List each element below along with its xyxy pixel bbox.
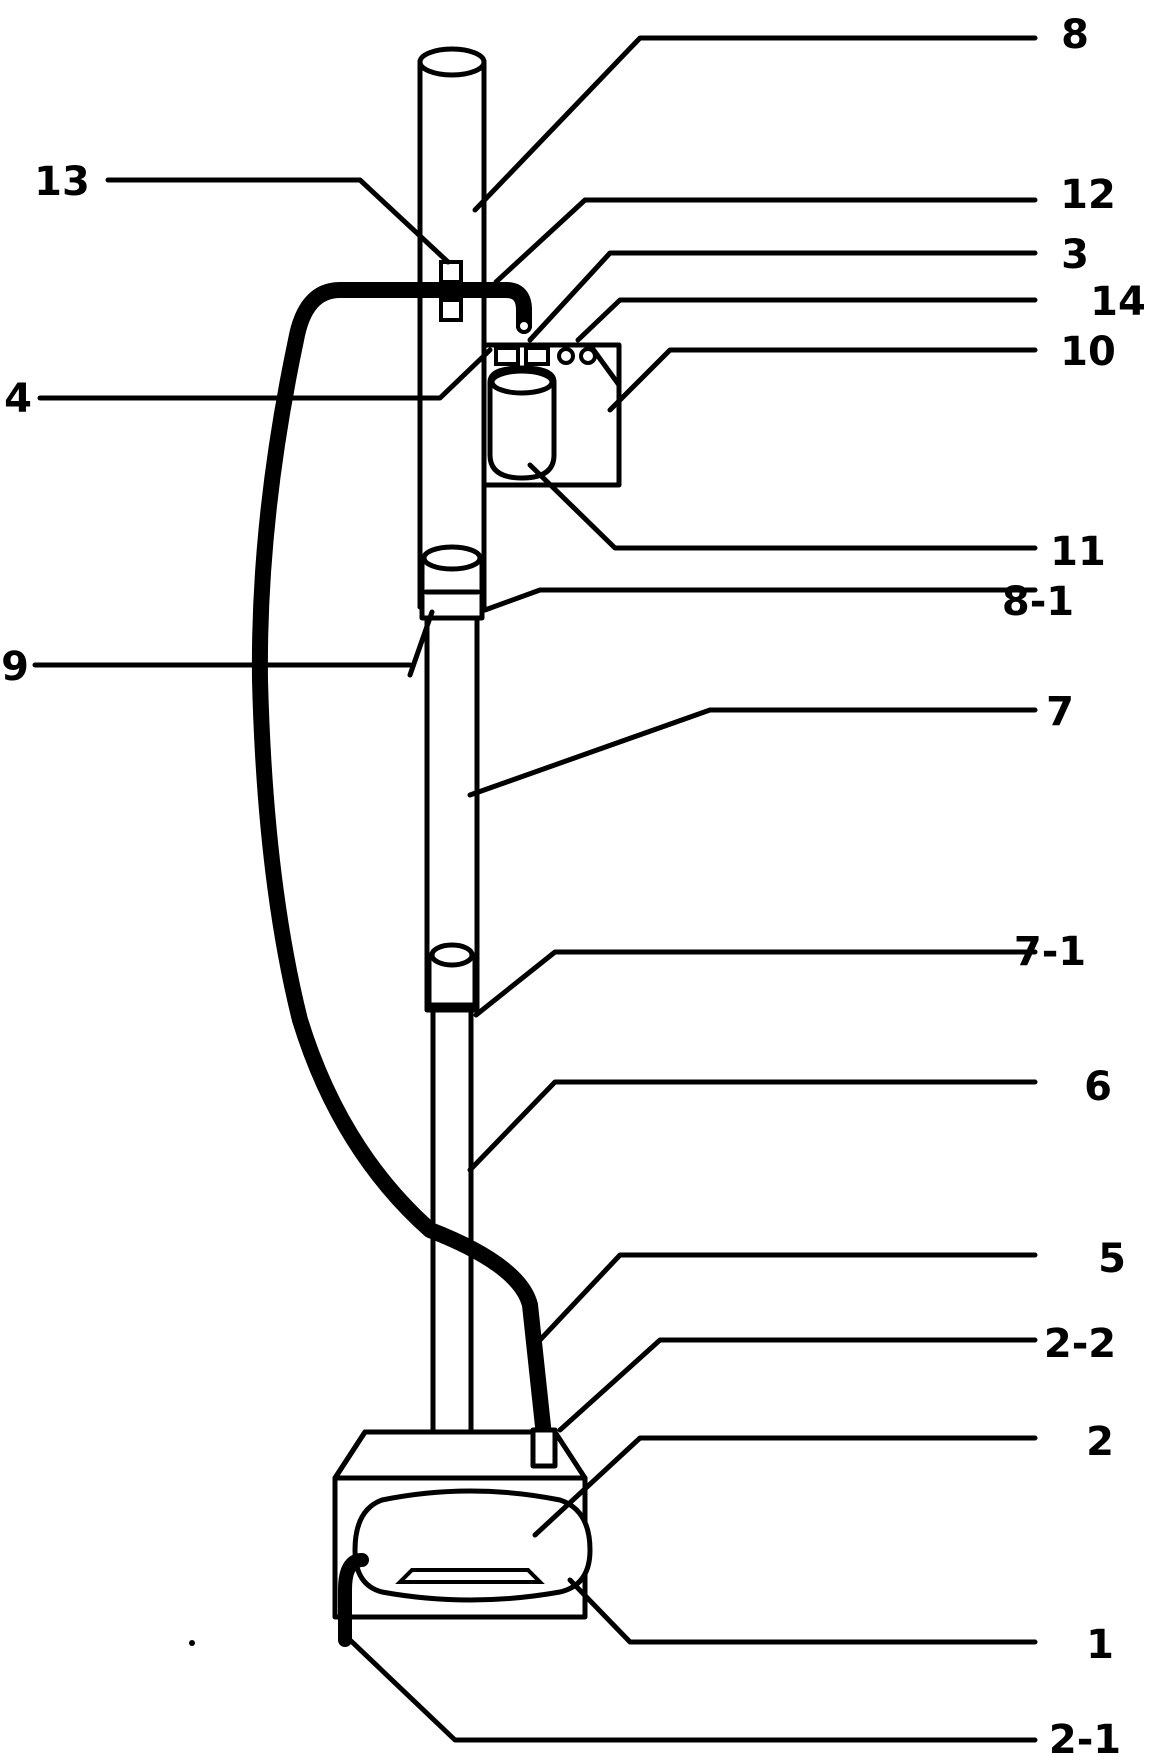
valve-3 <box>494 346 520 366</box>
label-10: 10 <box>1060 329 1116 375</box>
inlet-2-1-bore <box>342 1557 365 1643</box>
leader-5 <box>537 1252 1038 1343</box>
tube-8 <box>417 59 487 610</box>
knob-14a <box>557 347 575 365</box>
clamp-13-lower <box>439 298 463 322</box>
label-6: 6 <box>1084 1064 1112 1110</box>
label-2: 2 <box>1086 1419 1114 1465</box>
tube-8-top <box>417 46 487 78</box>
leader-8 <box>472 35 1038 213</box>
housing-1-lid-left <box>332 1429 368 1481</box>
label-8: 8 <box>1061 12 1089 58</box>
label-2-1: 2-1 <box>1049 1717 1121 1755</box>
label-12: 12 <box>1060 172 1116 218</box>
leader-6 <box>467 1079 1038 1173</box>
label-7: 7 <box>1046 689 1074 735</box>
outlet-2-2 <box>530 1427 558 1469</box>
pin-9 <box>407 609 435 678</box>
label-5: 5 <box>1098 1236 1126 1282</box>
hose-12-nozzle <box>516 318 532 334</box>
leader-2-1 <box>347 1637 1038 1743</box>
tube-7 <box>424 587 480 1013</box>
label-7-1: 7-1 <box>1014 929 1086 975</box>
label-13: 13 <box>34 159 90 205</box>
leader-14 <box>575 297 1038 343</box>
leader-7-1 <box>473 949 1038 1018</box>
label-4: 4 <box>4 376 32 422</box>
box-10-lid <box>481 342 622 388</box>
label-11: 11 <box>1050 529 1106 575</box>
label-9: 9 <box>1 644 29 690</box>
valve-3b <box>524 346 550 366</box>
label-14: 14 <box>1090 279 1146 325</box>
stray-dot <box>189 1640 195 1646</box>
leader-4 <box>37 347 493 401</box>
label-8-1: 8-1 <box>1002 579 1074 625</box>
knob-14b <box>579 347 597 365</box>
leader-2-2 <box>557 1337 1038 1433</box>
leader-7 <box>467 707 1038 798</box>
leader-1 <box>567 1577 1038 1645</box>
leader-8-1 <box>482 587 1038 613</box>
leader-13 <box>105 177 451 265</box>
bag-2-support <box>395 1568 545 1584</box>
leader-3 <box>527 250 1038 343</box>
leader-10 <box>607 347 1038 413</box>
leader-2 <box>532 1435 1038 1538</box>
bottle-11-cap <box>489 368 555 396</box>
label-3: 3 <box>1061 232 1089 278</box>
clamp-13-upper <box>439 260 463 284</box>
leader-11 <box>527 462 1038 551</box>
ring-8-1-top <box>421 544 483 572</box>
bottle-11 <box>487 365 557 481</box>
tube-6 <box>430 977 474 1458</box>
hose-5-bore <box>256 287 548 1448</box>
label-1: 1 <box>1086 1622 1114 1668</box>
leader-12 <box>493 197 1038 285</box>
collar-7-1-top <box>429 942 475 968</box>
label-2-2: 2-2 <box>1044 1321 1116 1367</box>
